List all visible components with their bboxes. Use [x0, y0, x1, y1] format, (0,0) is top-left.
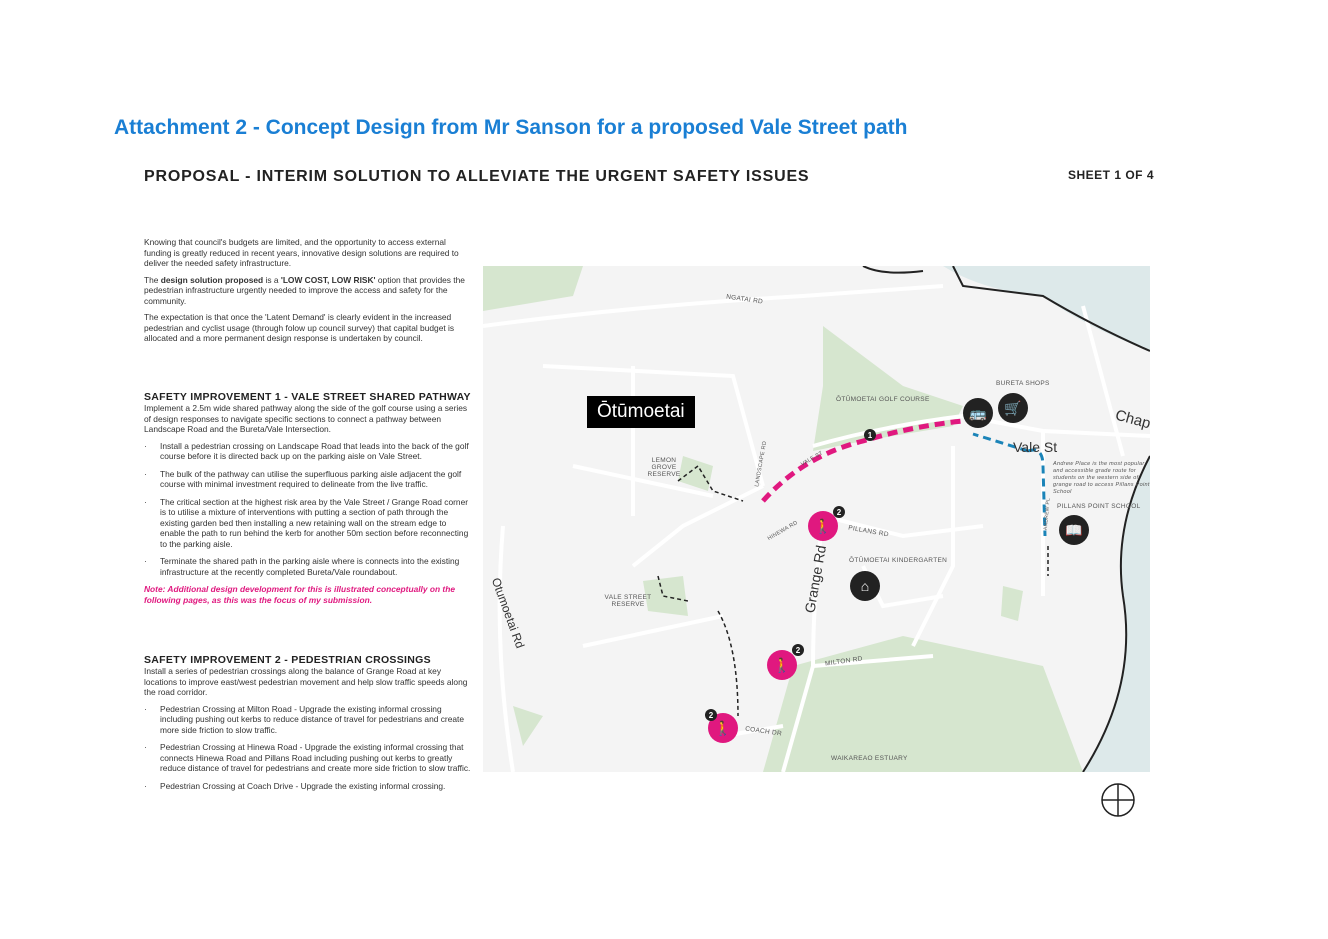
list-item: The bulk of the pathway can utilise the …: [144, 469, 472, 490]
text: is a: [263, 274, 281, 285]
improvement-1-list: Install a pedestrian crossing on Landsca…: [144, 441, 472, 578]
text: option that provides the pedestrian infr…: [144, 274, 465, 306]
improvement-1-heading: SAFETY IMPROVEMENT 1 - VALE STREET SHARE…: [144, 391, 471, 403]
text-bold: 'LOW COST, LOW RISK': [280, 274, 376, 285]
list-item: Pedestrian Crossing at Milton Road - Upg…: [144, 704, 472, 736]
roads: [483, 284, 1150, 772]
site-map: Ōtūmoetai NGATAI RD ŌTŪMOETAI GOLF COURS…: [483, 266, 1150, 772]
intro-text: Knowing that council's budgets are limit…: [144, 237, 472, 350]
improvement-2-list: Pedestrian Crossing at Milton Road - Upg…: [144, 704, 472, 792]
walking-links: [657, 464, 1049, 717]
green-area: [513, 706, 543, 746]
proposal-title: PROPOSAL - INTERIM SOLUTION TO ALLEVIATE…: [144, 168, 810, 185]
list-item: Pedestrian Crossing at Coach Drive - Upg…: [144, 781, 472, 792]
green-area: [1001, 586, 1023, 621]
pedestrian-crossing-icon: 🚶: [767, 650, 797, 680]
improvement-2-badge: 2: [833, 506, 845, 518]
pedestrian-crossing-icon: 🚶: [708, 713, 738, 743]
intro-paragraph-2: The design solution proposed is a 'LOW C…: [144, 275, 472, 307]
pillans-school-label: PILLANS POINT SCHOOL: [1057, 503, 1141, 510]
coastline: [862, 266, 924, 274]
list-item: The critical section at the highest risk…: [144, 497, 472, 550]
shared-path-route: [761, 418, 964, 503]
school-book-icon: 📖: [1059, 515, 1089, 545]
list-item: Pedestrian Crossing at Hinewa Road - Upg…: [144, 742, 472, 774]
water-north: [943, 266, 1150, 351]
bureta-shops-label: BURETA SHOPS: [996, 380, 1050, 387]
improvement-2-section: SAFETY IMPROVEMENT 2 - PEDESTRIAN CROSSI…: [144, 654, 472, 798]
list-item: Terminate the shared path in the parking…: [144, 556, 472, 577]
andrew-place-route: [1027, 448, 1047, 537]
shopping-cart-icon: 🛒: [998, 393, 1028, 423]
sheet-number: SHEET 1 OF 4: [1068, 168, 1155, 182]
map-base: [483, 266, 1150, 772]
estuary-label: WAIKAREAO ESTUARY: [831, 755, 908, 762]
list-item: Install a pedestrian crossing on Landsca…: [144, 441, 472, 462]
attachment-title: Attachment 2 - Concept Design from Mr Sa…: [114, 116, 908, 139]
text-bold: design solution proposed: [160, 274, 264, 285]
north-compass-icon: [1101, 783, 1135, 817]
suburb-label: Ōtūmoetai: [587, 396, 695, 428]
kindergarten-label: ŌTŪMOETAI KINDERGARTEN: [849, 557, 948, 564]
intro-paragraph-1: Knowing that council's budgets are limit…: [144, 237, 459, 268]
bus-stop-icon: 🚌: [963, 398, 993, 428]
water-east: [1083, 456, 1150, 772]
vale-reserve-label: VALE STREET RESERVE: [604, 594, 652, 608]
golf-course-label: ŌTŪMOETAI GOLF COURSE: [836, 396, 930, 403]
lemon-grove-label: LEMON GROVE RESERVE: [647, 457, 681, 478]
text: The: [144, 274, 161, 285]
estuary-green: [763, 636, 1083, 772]
coastline: [1082, 455, 1150, 772]
intro-paragraph-3: The expectation is that once the 'Latent…: [144, 312, 455, 343]
improvement-1-note: Note: Additional design development for …: [144, 584, 455, 605]
lemon-grove-reserve: [678, 456, 713, 491]
improvement-1-section: SAFETY IMPROVEMENT 1 - VALE STREET SHARE…: [144, 391, 472, 605]
improvement-2-badge: 2: [792, 644, 804, 656]
improvement-1-desc: Implement a 2.5m wide shared pathway alo…: [144, 403, 468, 434]
improvement-2-heading: SAFETY IMPROVEMENT 2 - PEDESTRIAN CROSSI…: [144, 654, 431, 666]
green-area: [483, 266, 583, 311]
vale-st-label: Vale St: [1013, 439, 1058, 455]
coastline: [952, 266, 1150, 352]
andrew-place-note: Andrew Place is the most popular and acc…: [1053, 461, 1150, 495]
andrew-place-route: [972, 432, 1029, 453]
improvement-2-desc: Install a series of pedestrian crossings…: [144, 666, 468, 697]
improvement-1-badge: 1: [864, 429, 876, 441]
pedestrian-crossing-icon: 🚶: [808, 511, 838, 541]
improvement-2-badge: 2: [705, 709, 717, 721]
home-icon: ⌂: [850, 571, 880, 601]
